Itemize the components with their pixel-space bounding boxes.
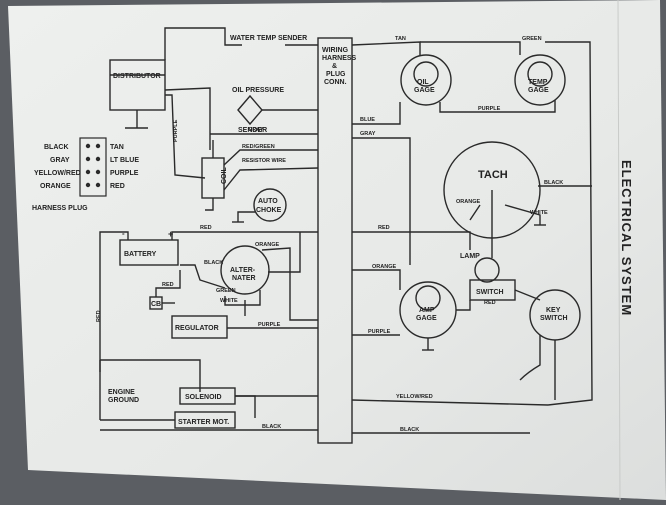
wire-label-orange-amp: ORANGE xyxy=(372,264,396,270)
wire-label-black-alt: BLACK xyxy=(204,260,223,266)
plug-right-3: PURPLE xyxy=(110,170,139,177)
battery-plus: + xyxy=(168,229,173,239)
battery-box xyxy=(119,239,179,266)
wire-label-red-right: RED xyxy=(378,225,390,231)
amp-gage-label-1: AMP xyxy=(419,307,435,314)
plug-left-1: BLACK xyxy=(44,144,69,151)
key-switch-label-1: KEY xyxy=(546,307,561,314)
wire-label-green-alt: GREEN xyxy=(216,288,236,294)
wire-label-red-switch: RED xyxy=(484,300,496,306)
page-title: ELECTRICAL SYSTEM xyxy=(619,160,634,316)
amp-gage-label-2: GAGE xyxy=(416,315,437,322)
wire-label-purple-top: PURPLE xyxy=(478,106,501,112)
engine-ground-label-2: GROUND xyxy=(108,397,139,404)
lamp-symbol xyxy=(474,257,500,283)
wire-label-orange-alt: ORANGE xyxy=(255,242,279,248)
tach-label: TACH xyxy=(478,169,508,181)
wire-label-red-vertical: RED xyxy=(96,310,102,322)
auto-choke-label-2: CHOKE xyxy=(256,207,282,214)
harness-label-harness: HARNESS xyxy=(322,55,357,62)
wire-label-yellow-red: YELLOW/RED xyxy=(396,394,433,400)
wire-label-purple-dist: PURPLE xyxy=(173,119,179,142)
temp-gage-label-1: TEMP xyxy=(528,79,548,86)
wire-label-green: GREEN xyxy=(522,36,542,42)
wire-label-gray-left: GRAY xyxy=(248,127,264,133)
plug-left-3: YELLOW/RED xyxy=(34,170,81,177)
sender-label: SENDER xyxy=(238,127,267,134)
harness-label-amp: & xyxy=(332,63,337,70)
wire-label-gray-right: GRAY xyxy=(360,131,376,137)
wire-label-resistor: RESISTOR WIRE xyxy=(242,158,286,164)
wire-label-white-tach: WHITE xyxy=(530,210,548,216)
engine-ground-label-1: ENGINE xyxy=(108,389,135,396)
plug-left-2: GRAY xyxy=(50,157,70,164)
battery-minus: - xyxy=(122,229,125,238)
harness-plug-title: HARNESS PLUG xyxy=(32,205,88,212)
cb-label: CB xyxy=(151,301,161,308)
wire-label-black-bottom-left: BLACK xyxy=(262,424,281,430)
harness-label-plug: PLUG xyxy=(326,71,346,78)
battery-label: BATTERY xyxy=(124,251,157,258)
regulator-label: REGULATOR xyxy=(175,325,219,332)
wire-label-black-tach: BLACK xyxy=(544,180,563,186)
wire-label-purple-reg: PURPLE xyxy=(258,322,281,328)
wire-label-red-battery: RED xyxy=(200,225,212,231)
wire-label-tan: TAN xyxy=(395,36,406,42)
key-switch-label-2: SWITCH xyxy=(540,315,568,322)
wiring-harness-block xyxy=(317,37,353,444)
plug-right-1: TAN xyxy=(110,144,124,151)
lamp-label: LAMP xyxy=(460,253,480,260)
wire-label-purple-amp: PURPLE xyxy=(368,329,391,335)
temp-gage-symbol xyxy=(514,54,566,106)
oil-gage-label-2: GAGE xyxy=(414,87,435,94)
wire-label-blue: BLUE xyxy=(360,117,375,123)
auto-choke-symbol xyxy=(253,188,287,222)
temp-gage-label-2: GAGE xyxy=(528,87,549,94)
wire-label-black-bottom-right: BLACK xyxy=(400,427,419,433)
oil-pressure-label: OIL PRESSURE xyxy=(232,87,284,94)
plug-left-4: ORANGE xyxy=(40,183,71,190)
wire-label-orange-tach: ORANGE xyxy=(456,199,480,205)
plug-right-2: LT BLUE xyxy=(110,157,139,164)
solenoid-label: SOLENOID xyxy=(185,394,222,401)
alternator-label-2: NATER xyxy=(232,275,256,282)
switch-label: SWITCH xyxy=(476,289,504,296)
wire-label-red-cb: RED xyxy=(162,282,174,288)
harness-label-wiring: WIRING xyxy=(322,47,349,54)
starter-label: STARTER MOT. xyxy=(178,419,229,426)
page-fold xyxy=(617,0,621,501)
harness-label-conn: CONN. xyxy=(324,79,347,86)
alternator-label-1: ALTER- xyxy=(230,267,256,274)
harness-plug-diagram xyxy=(79,137,107,197)
water-temp-sender-label: WATER TEMP SENDER xyxy=(230,35,307,42)
coil-label: COIL xyxy=(221,167,228,184)
distributor-label: DISTRIBUTOR xyxy=(113,73,161,80)
alternator-symbol xyxy=(220,245,270,295)
wire-label-red-green: RED/GREEN xyxy=(242,144,275,150)
wire-label-white-alt: WHITE xyxy=(220,298,238,304)
auto-choke-label-1: AUTO xyxy=(258,198,278,205)
regulator-box xyxy=(171,315,228,339)
plug-right-4: RED xyxy=(110,183,125,190)
oil-gage-symbol xyxy=(400,54,452,106)
oil-gage-label-1: OIL xyxy=(417,79,429,86)
